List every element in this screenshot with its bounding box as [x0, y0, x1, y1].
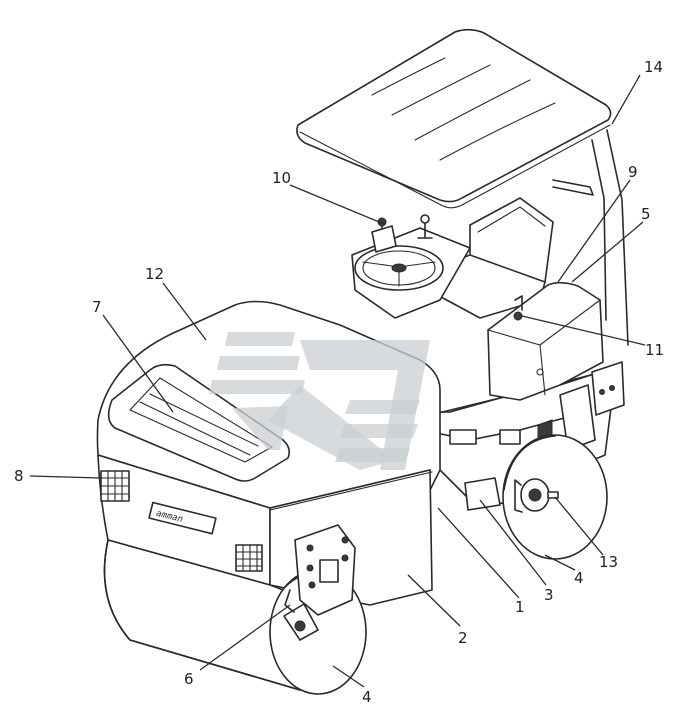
callout-10: 10 — [272, 169, 291, 187]
canopy-roof — [296, 28, 612, 209]
front-drum — [103, 524, 367, 695]
callout-7: 7 — [92, 298, 102, 316]
callout-8: 8 — [14, 467, 24, 485]
callout-13: 13 — [599, 553, 618, 571]
operator-seat — [427, 197, 554, 319]
callout-1: 1 — [515, 598, 525, 616]
brand-plate: amman — [148, 501, 217, 535]
callout-6: 6 — [184, 670, 194, 688]
callout-4-front: 4 — [362, 688, 372, 706]
callout-4-rear: 4 — [574, 569, 584, 587]
grille-mesh — [100, 470, 130, 502]
callout-11: 11 — [645, 341, 664, 359]
callout-5: 5 — [641, 205, 651, 223]
callout-9: 9 — [628, 163, 638, 181]
leader-lines — [29, 74, 646, 688]
grille-mesh-right — [235, 544, 263, 572]
callout-12: 12 — [145, 265, 164, 283]
callouts: 14 9 5 10 11 12 7 8 1 3 2 13 4 4 6 — [14, 58, 664, 706]
fuel-tank — [487, 281, 604, 401]
callout-2: 2 — [458, 629, 468, 647]
watermark-logo — [209, 332, 430, 470]
canopy-posts — [552, 129, 629, 346]
callout-14: 14 — [644, 58, 663, 76]
callout-3: 3 — [544, 586, 554, 604]
